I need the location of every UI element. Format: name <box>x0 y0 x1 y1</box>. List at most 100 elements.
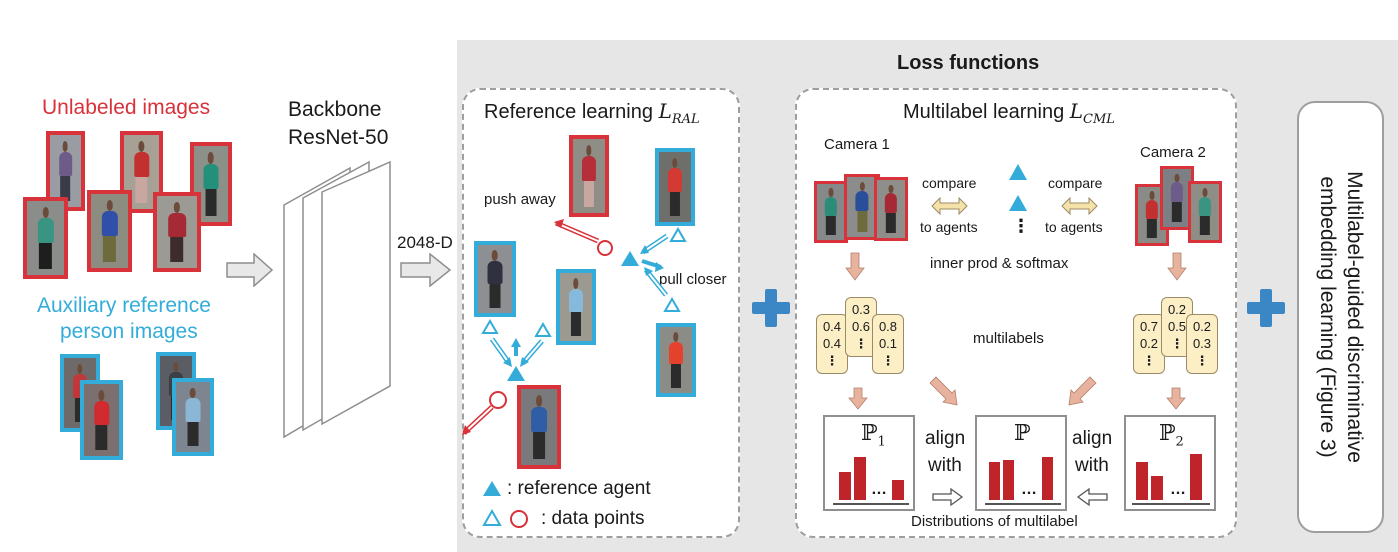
distribution-bar <box>989 462 1000 500</box>
compare-double-arrow-left <box>931 196 968 216</box>
pull-closer-label: pull closer <box>659 271 727 288</box>
reference-photo-agent <box>656 323 696 397</box>
reference-loss-symbol: L <box>658 99 672 123</box>
side-label-line2: embedding learning (Figure 3) <box>1315 176 1339 458</box>
bar-ellipsis: … <box>1021 481 1037 498</box>
compare-label-left: compare <box>922 175 977 191</box>
distribution-bar <box>1042 457 1053 500</box>
auxiliary-photo <box>172 378 214 456</box>
plus-icon <box>752 289 790 327</box>
vertical-ellipsis: ⋮ <box>825 353 839 368</box>
unlabeled-photo <box>23 197 68 279</box>
align-with-left-line1: align <box>925 428 966 449</box>
discriminative-embedding-label: Multilabel-guided discriminative embeddi… <box>1297 101 1384 533</box>
reference-agent-icon <box>621 251 639 266</box>
unlabeled-photo <box>153 192 201 272</box>
reference-photo-agent <box>556 269 596 345</box>
reference-photo-agent <box>655 148 695 226</box>
align-with-right-line1: align <box>1072 428 1113 449</box>
backbone-label-line2: ResNet-50 <box>288 126 389 149</box>
multilabel-value: 0.7 <box>1139 319 1159 334</box>
input-arrow <box>226 253 274 287</box>
feature-dimension-label: 2048-D <box>397 233 453 252</box>
multilabel-card: 0.8 0.1 ⋮ <box>872 314 904 374</box>
multilabel-value: 0.8 <box>878 319 898 334</box>
multilabel-learning-title: Multilabel learning LCML <box>903 99 1115 127</box>
data-point-blue-icon <box>481 319 499 334</box>
distribution-bar <box>854 457 866 500</box>
vertical-ellipsis: ⋮ <box>854 336 868 351</box>
bar-ellipsis: … <box>1170 481 1186 498</box>
multilabel-value: 0.1 <box>878 336 898 351</box>
multilabel-value: 0.2 <box>1139 336 1159 351</box>
distribution-p1-box: ℙ1 … <box>823 415 915 511</box>
backbone-network-icon <box>283 160 391 439</box>
unlabeled-photo <box>190 142 232 226</box>
multilabel-value: 0.4 <box>822 319 842 334</box>
to-agents-label-right: to agents <box>1045 219 1103 235</box>
multilabel-value: 0.4 <box>822 336 842 351</box>
vertical-ellipsis: ⋮ <box>1170 336 1184 351</box>
to-agents-label-left: to agents <box>920 219 978 235</box>
data-point-blue-icon <box>669 227 687 242</box>
multilabel-value: 0.6 <box>851 319 871 334</box>
legend-agent-icon <box>483 481 501 496</box>
legend-blue-point-icon <box>482 508 502 526</box>
reference-agent-icon <box>1009 164 1027 180</box>
multilabel-value: 0.3 <box>1192 336 1212 351</box>
distribution-bar <box>892 480 904 500</box>
reference-learning-title-text: Reference learning <box>484 101 659 123</box>
reference-photo-negative <box>517 385 561 469</box>
multilabel-value: 0.2 <box>1167 302 1187 317</box>
bar-ellipsis: … <box>871 481 887 498</box>
vertical-ellipsis: ⋮ <box>881 353 895 368</box>
multilabel-value: 0.5 <box>1167 319 1187 334</box>
legend-reference-agent: : reference agent <box>507 478 651 499</box>
backbone-label-line1: Backbone <box>288 98 382 121</box>
multilabel-value: 0.2 <box>1192 319 1212 334</box>
distribution-bar <box>1190 454 1202 500</box>
camera2-label: Camera 2 <box>1140 144 1206 161</box>
distribution-bar <box>1003 460 1014 500</box>
multilabel-card: 0.3 0.6 ⋮ <box>845 297 877 357</box>
multilabel-card: 0.2 0.3 ⋮ <box>1186 314 1218 374</box>
loss-functions-title: Loss functions <box>897 52 1040 74</box>
camera1-photo <box>874 177 908 241</box>
distribution-bar <box>1151 476 1163 500</box>
reference-photo-negative <box>569 135 609 217</box>
data-point-red-icon <box>597 240 613 256</box>
side-label-line1: Multilabel-guided discriminative <box>1342 171 1366 463</box>
auxiliary-images-title-line1: Auxiliary reference <box>37 294 211 317</box>
reference-agent-icon <box>1009 195 1027 211</box>
data-point-red-icon <box>489 391 507 409</box>
legend-red-point-icon <box>510 510 528 528</box>
distribution-p-box: ℙ … <box>975 415 1067 511</box>
vertical-ellipsis: ⋮ <box>1142 353 1156 368</box>
distribution-p1-symbol: ℙ <box>861 421 878 446</box>
unlabeled-photo <box>120 131 163 213</box>
multilabels-label: multilabels <box>973 330 1044 347</box>
distribution-p2-symbol: ℙ <box>1159 421 1176 446</box>
auxiliary-photo <box>80 380 123 460</box>
distribution-p2-subscript: 2 <box>1175 434 1184 450</box>
reference-loss-subscript: RAL <box>671 112 700 127</box>
distributions-caption: Distributions of multilabel <box>911 513 1078 530</box>
reference-photo-agent <box>474 241 516 317</box>
unlabeled-photo <box>87 190 132 272</box>
data-point-blue-icon <box>534 322 552 337</box>
multilabel-loss-subscript: CML <box>1083 112 1115 127</box>
agents-ellipsis: ⋮ <box>1012 216 1030 236</box>
reference-learning-graph <box>462 219 687 528</box>
compare-label-right: compare <box>1048 175 1103 191</box>
multilabel-loss-symbol: L <box>1069 99 1084 123</box>
distribution-bar <box>1136 462 1148 500</box>
align-with-left-line2: with <box>928 455 962 476</box>
camera1-label: Camera 1 <box>824 136 890 153</box>
multilabel-card: 0.4 0.4 ⋮ <box>816 314 848 374</box>
reference-agent-icon <box>507 366 525 381</box>
legend-data-points: : data points <box>541 508 645 529</box>
multilabel-flow-graphics <box>845 164 1187 507</box>
align-with-right-line2: with <box>1075 455 1109 476</box>
unlabeled-images-title: Unlabeled images <box>42 96 211 119</box>
data-point-blue-icon <box>663 297 681 312</box>
